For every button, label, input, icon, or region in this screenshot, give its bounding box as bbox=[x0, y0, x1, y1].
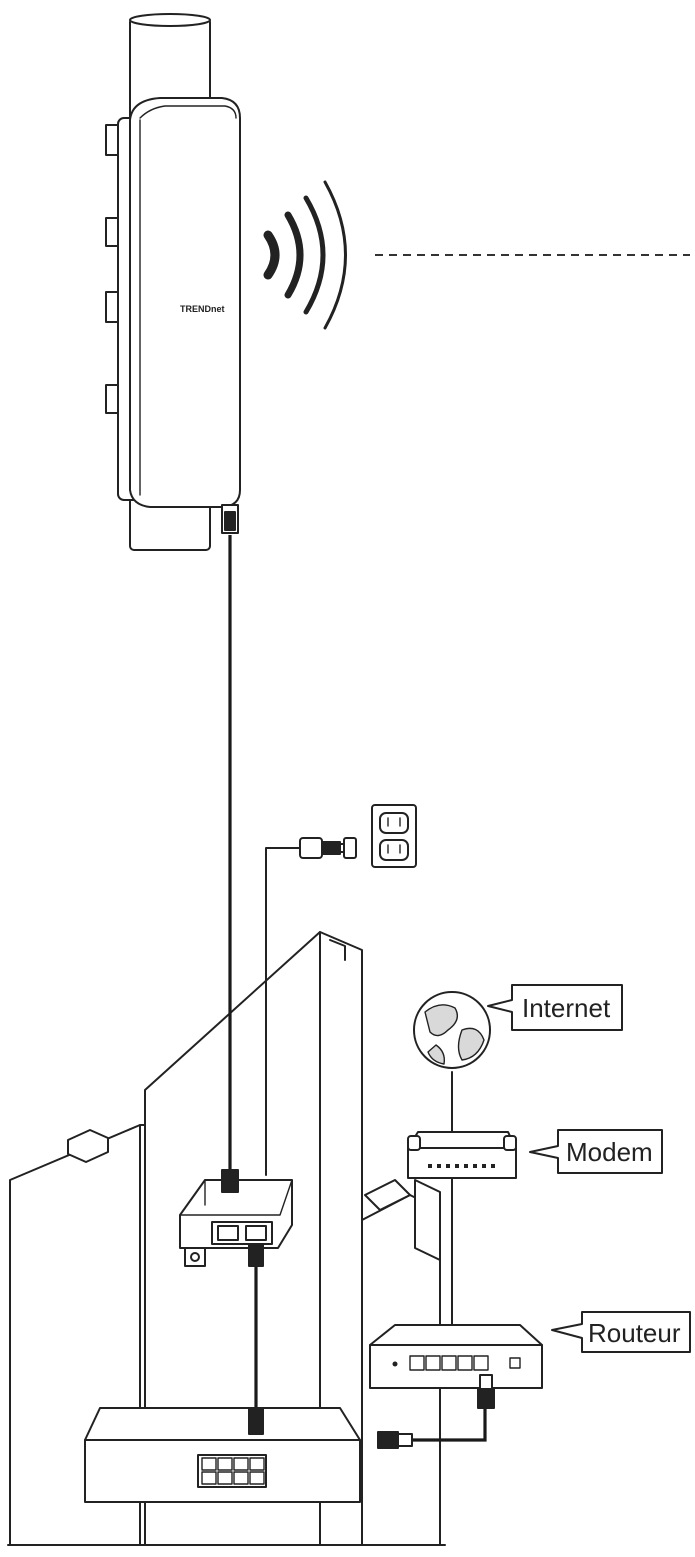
modem-device bbox=[407, 1131, 517, 1179]
ethernet-cables bbox=[228, 535, 487, 1442]
brand-text: TRENDnet bbox=[180, 304, 225, 314]
wall-outlet-icon bbox=[371, 804, 417, 868]
wireless-signal-icon bbox=[263, 180, 690, 330]
internet-callout: Internet bbox=[487, 984, 623, 1031]
power-plug-icon bbox=[299, 837, 357, 859]
router-callout: Routeur bbox=[551, 1311, 691, 1353]
network-switch bbox=[84, 1407, 413, 1503]
router-device bbox=[369, 1324, 543, 1409]
internet-label: Internet bbox=[522, 993, 611, 1023]
outdoor-access-point: TRENDnet bbox=[105, 13, 241, 551]
modem-callout: Modem bbox=[529, 1129, 663, 1174]
router-label: Routeur bbox=[588, 1318, 681, 1348]
poe-injector bbox=[179, 1169, 293, 1267]
modem-label: Modem bbox=[566, 1137, 653, 1167]
globe-icon bbox=[413, 991, 491, 1069]
